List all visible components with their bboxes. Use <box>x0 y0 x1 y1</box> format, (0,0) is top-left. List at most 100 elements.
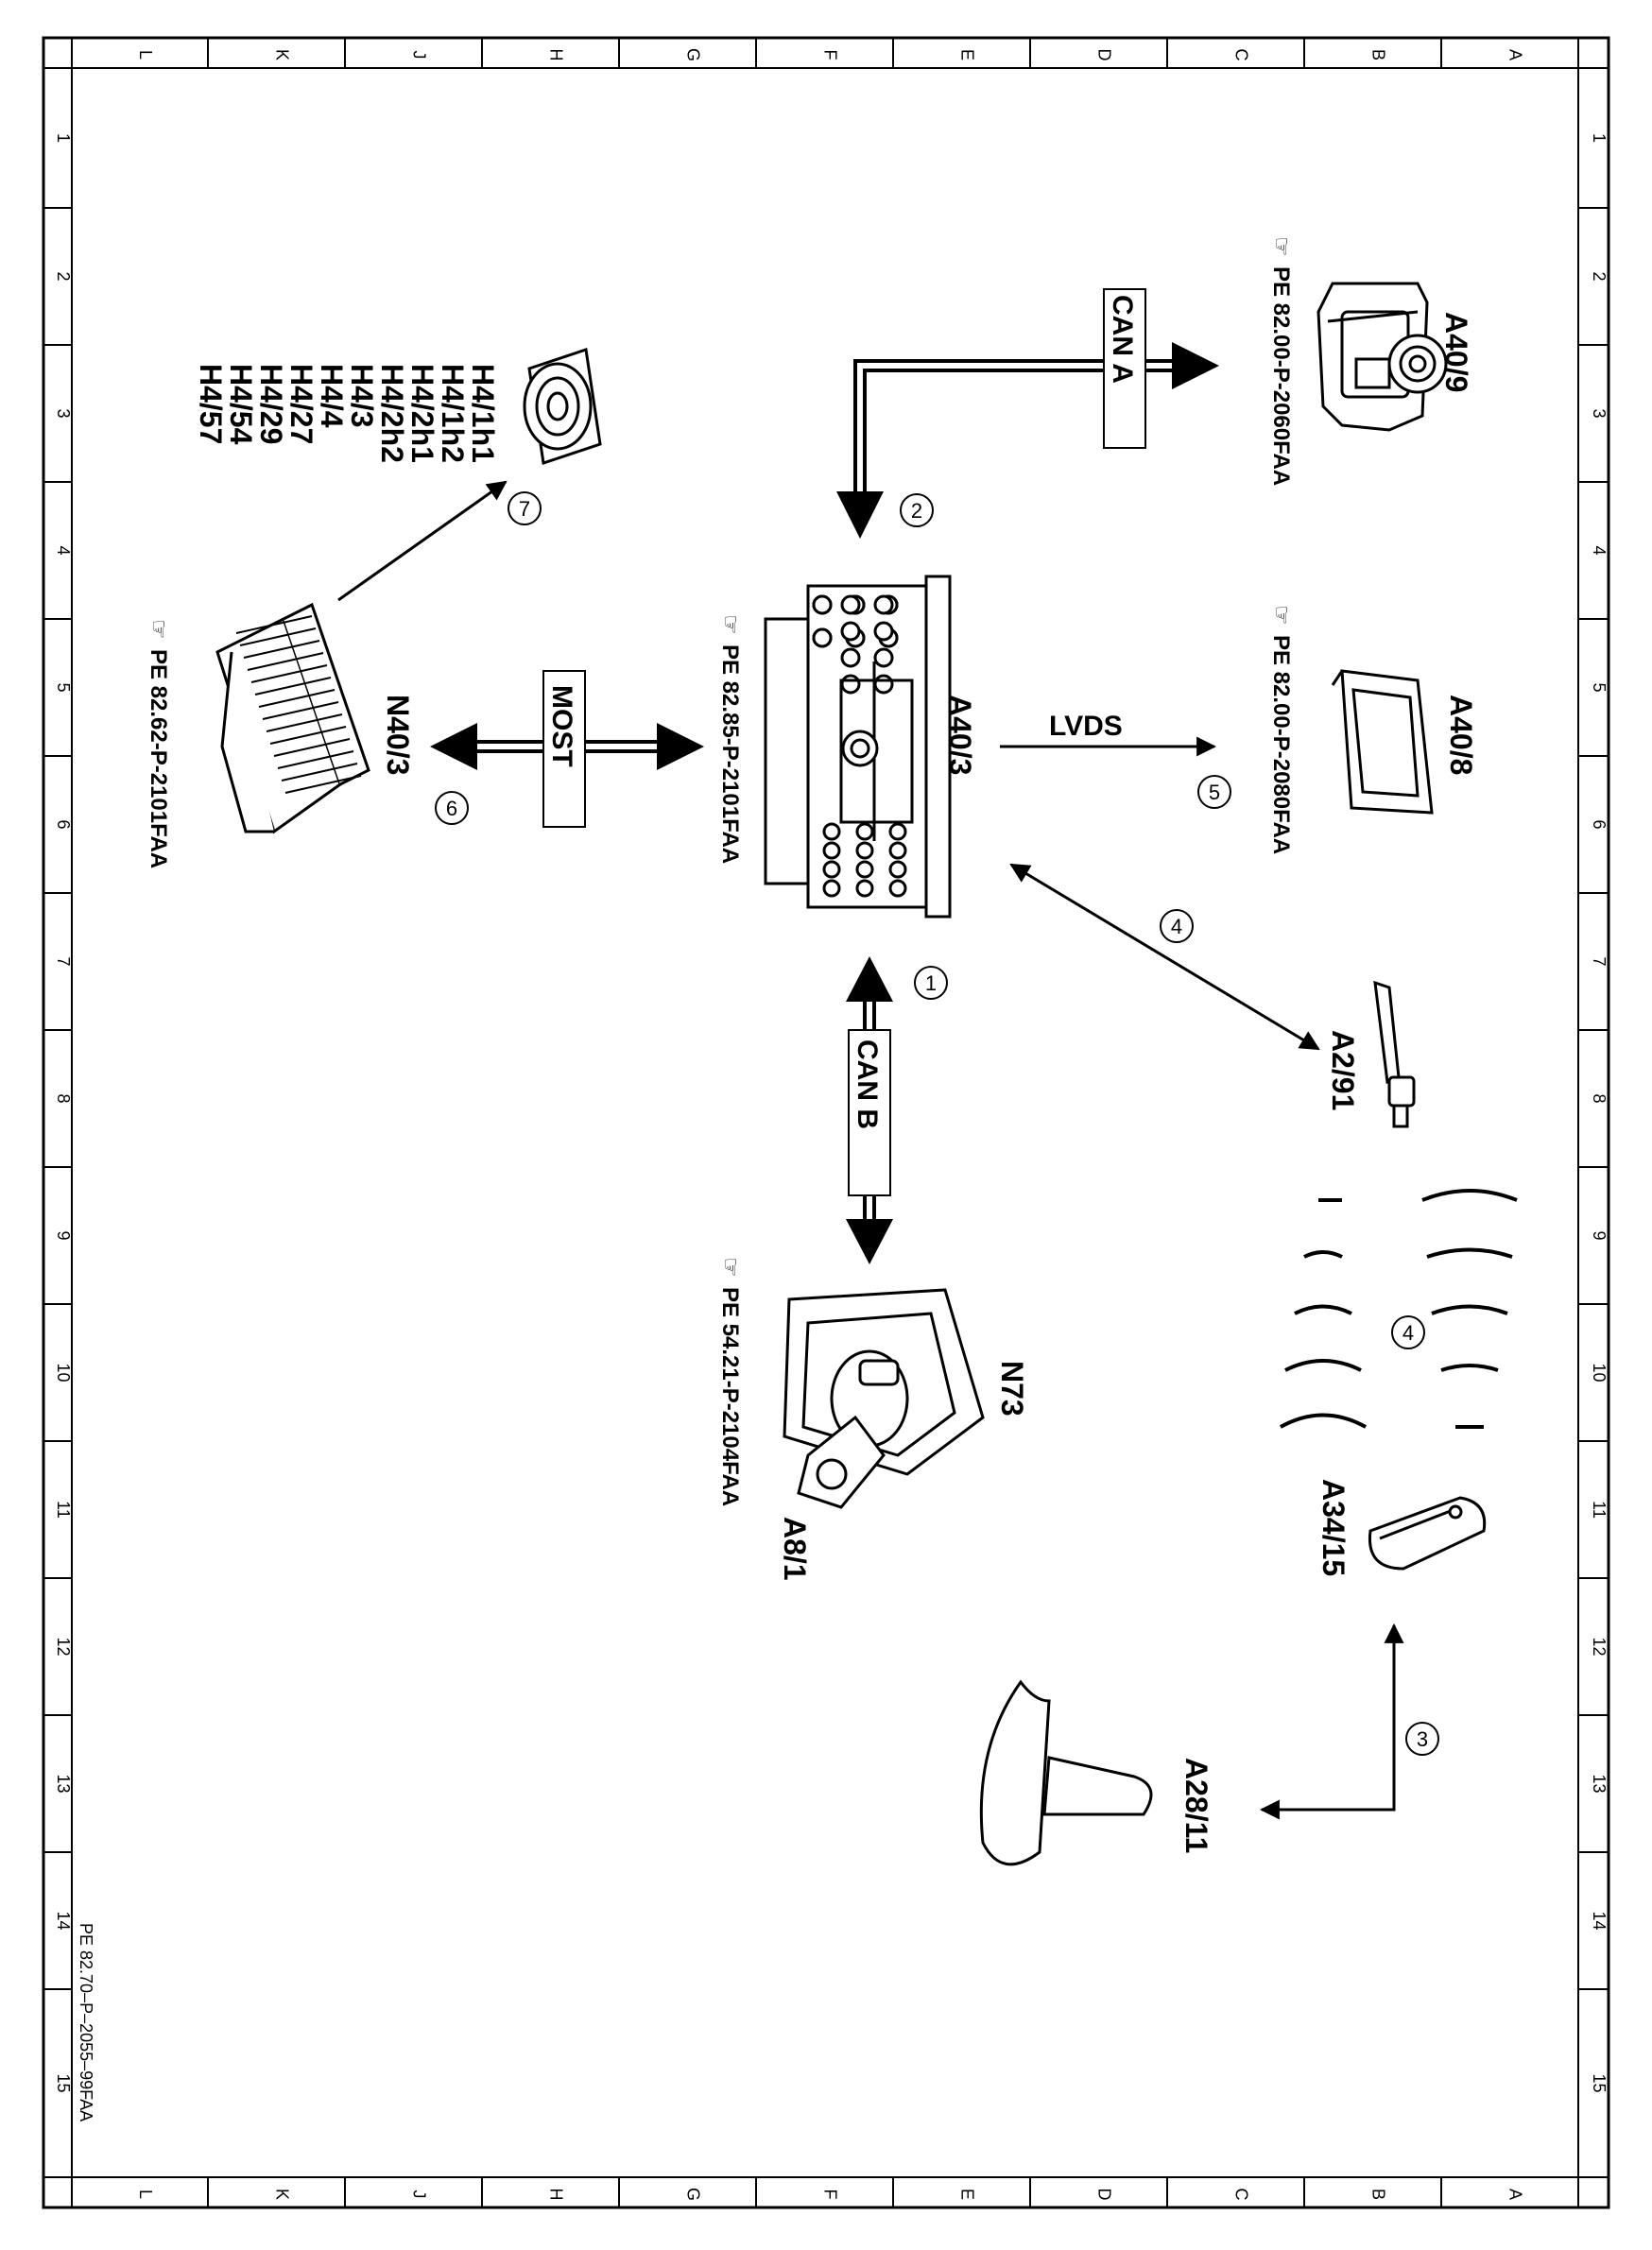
most-label: MOST <box>546 685 577 767</box>
speaker-label: H4/54 <box>224 364 258 445</box>
reference-hand-icon: ☞ <box>146 619 171 640</box>
callout-4: 4 <box>1171 915 1182 938</box>
antenna-icon <box>1373 980 1416 1128</box>
grid-number: 14 <box>1590 1911 1609 1930</box>
a28-11-label: A28/11 <box>1179 1758 1213 1853</box>
callout-5: 5 <box>1209 781 1220 804</box>
reference-hand-icon: ☞ <box>1268 236 1294 257</box>
grid-letter: G <box>684 48 703 61</box>
a2-91-link: 4 <box>1009 863 1320 1051</box>
speaker-component: H4/1h1H4/1h2H4/2h1H4/2h2H4/3H4/4H4/27H4/… <box>194 348 602 465</box>
grid-letter: H <box>547 2189 566 2201</box>
n40-3-component: N40/3 ☞ PE 82.62-P-2101FAA 7 <box>146 480 542 868</box>
a40-3-ref-text[interactable]: PE 82.85-P-2101FAA <box>717 644 743 864</box>
speaker-label: H4/57 <box>194 364 228 444</box>
n73-component: N73 A8/1 ☞ PE 54.21-P-2104FAA <box>717 1257 1029 1581</box>
grid-number: 10 <box>1590 1363 1609 1382</box>
grid-number: 4 <box>54 545 73 555</box>
a8-1-label: A8/1 <box>778 1517 812 1581</box>
grid-number: 15 <box>1590 2073 1609 2092</box>
n40-3-ref-text[interactable]: PE 82.62-P-2101FAA <box>146 649 171 868</box>
speaker-label: H4/4 <box>315 364 349 428</box>
can-b-arrowhead-up <box>846 956 893 1002</box>
a40-8-label: A40/8 <box>1444 695 1478 775</box>
grid-letter: C <box>1232 2189 1251 2201</box>
n40-3-ref: ☞ PE 82.62-P-2101FAA <box>146 619 171 868</box>
a40-9-ref: ☞ PE 82.00-P-2060FAA <box>1268 236 1294 486</box>
a40-8-component: A40/8 ☞ PE 82.00-P-2080FAA <box>1268 605 1478 854</box>
grid-number: 1 <box>1590 133 1609 143</box>
callout-5-circle <box>1197 775 1231 809</box>
display-icon <box>1331 669 1434 815</box>
grid-letter: K <box>273 2189 292 2200</box>
can-a-bus: CAN A 2 <box>836 288 1219 539</box>
grid-number: 8 <box>1590 1093 1609 1103</box>
grid-letter: A <box>1506 2189 1525 2200</box>
callout-2-circle <box>900 493 934 527</box>
grid-letter: K <box>273 49 292 60</box>
can-a-arrowhead-down <box>836 491 884 539</box>
callout-6: 6 <box>446 797 457 820</box>
grid-number: 2 <box>1590 271 1609 281</box>
can-b-bus: CAN B 1 <box>846 956 948 1264</box>
head-unit-buttons <box>812 594 907 898</box>
grid-number: 10 <box>54 1363 73 1382</box>
grid-number: 2 <box>54 271 73 281</box>
grid-ticks <box>43 38 1609 2207</box>
reference-hand-icon: ☞ <box>1268 605 1294 626</box>
speaker-label: H4/29 <box>254 364 288 444</box>
grid-letter: L <box>136 50 155 60</box>
grid-number: 3 <box>1590 408 1609 418</box>
amplifier-icon <box>215 602 370 834</box>
head-unit-icon <box>764 575 952 919</box>
callout-7: 7 <box>519 497 530 521</box>
can-a-label: CAN A <box>1107 295 1138 384</box>
a40-3-ref: ☞ PE 82.85-P-2101FAA <box>717 614 743 864</box>
amp-to-speaker-arrow <box>337 480 508 602</box>
callout-1: 1 <box>925 971 937 995</box>
a40-9-component: A40/9 ☞ PE 82.00-P-2060FAA <box>1268 236 1473 486</box>
grid-letter: J <box>410 51 429 60</box>
grid-number: 14 <box>54 1911 73 1930</box>
n40-3-label: N40/3 <box>381 695 415 775</box>
n73-label: N73 <box>995 1361 1029 1417</box>
a28-11-link: 3 <box>1259 1623 1439 1820</box>
grid-number: 7 <box>54 956 73 966</box>
lvds-label: LVDS <box>1049 711 1123 742</box>
radio-waves <box>1280 1189 1518 1429</box>
grid-number: 12 <box>54 1637 73 1656</box>
callout-6-circle <box>435 791 469 825</box>
a28-11-component: A28/11 <box>979 1679 1213 1866</box>
most-arrowhead-left <box>430 723 477 770</box>
a2-91-component: A2/91 <box>1326 980 1416 1128</box>
speaker-label: H4/1h2 <box>436 364 470 463</box>
a40-3-label: A40/3 <box>943 695 977 775</box>
grid-number: 13 <box>54 1774 73 1793</box>
grid-number: 13 <box>1590 1774 1609 1793</box>
grid-letter: B <box>1369 49 1388 60</box>
speaker-label: H4/27 <box>284 364 318 444</box>
a2-91-label: A2/91 <box>1326 1030 1360 1110</box>
grid-number: 12 <box>1590 1637 1609 1656</box>
grid-letter: A <box>1506 49 1525 60</box>
can-b-arrowhead-down <box>846 1219 893 1264</box>
most-arrowhead-right <box>657 723 704 770</box>
grid-letter: D <box>1095 2189 1114 2201</box>
grid-letter: F <box>821 2190 840 2200</box>
grid-number: 9 <box>1590 1230 1609 1240</box>
grid-number: 15 <box>54 2073 73 2092</box>
gear-lever-icon <box>979 1679 1153 1866</box>
n73-ref-text[interactable]: PE 54.21-P-2104FAA <box>717 1287 743 1506</box>
callout-4b-circle <box>1391 1315 1425 1349</box>
a40-8-ref-text[interactable]: PE 82.00-P-2080FAA <box>1268 635 1294 854</box>
a40-3-component: A40/3 ☞ PE 82.85-P-2101FAA <box>717 575 977 919</box>
key-fob-icon <box>1368 1496 1487 1571</box>
speaker-icon <box>523 348 602 465</box>
drawing-frame <box>42 36 1610 2209</box>
grid-number: 6 <box>1590 819 1609 829</box>
a40-9-ref-text[interactable]: PE 82.00-P-2060FAA <box>1268 266 1294 486</box>
grid-number: 11 <box>1590 1501 1609 1519</box>
reference-hand-icon: ☞ <box>717 1257 743 1278</box>
